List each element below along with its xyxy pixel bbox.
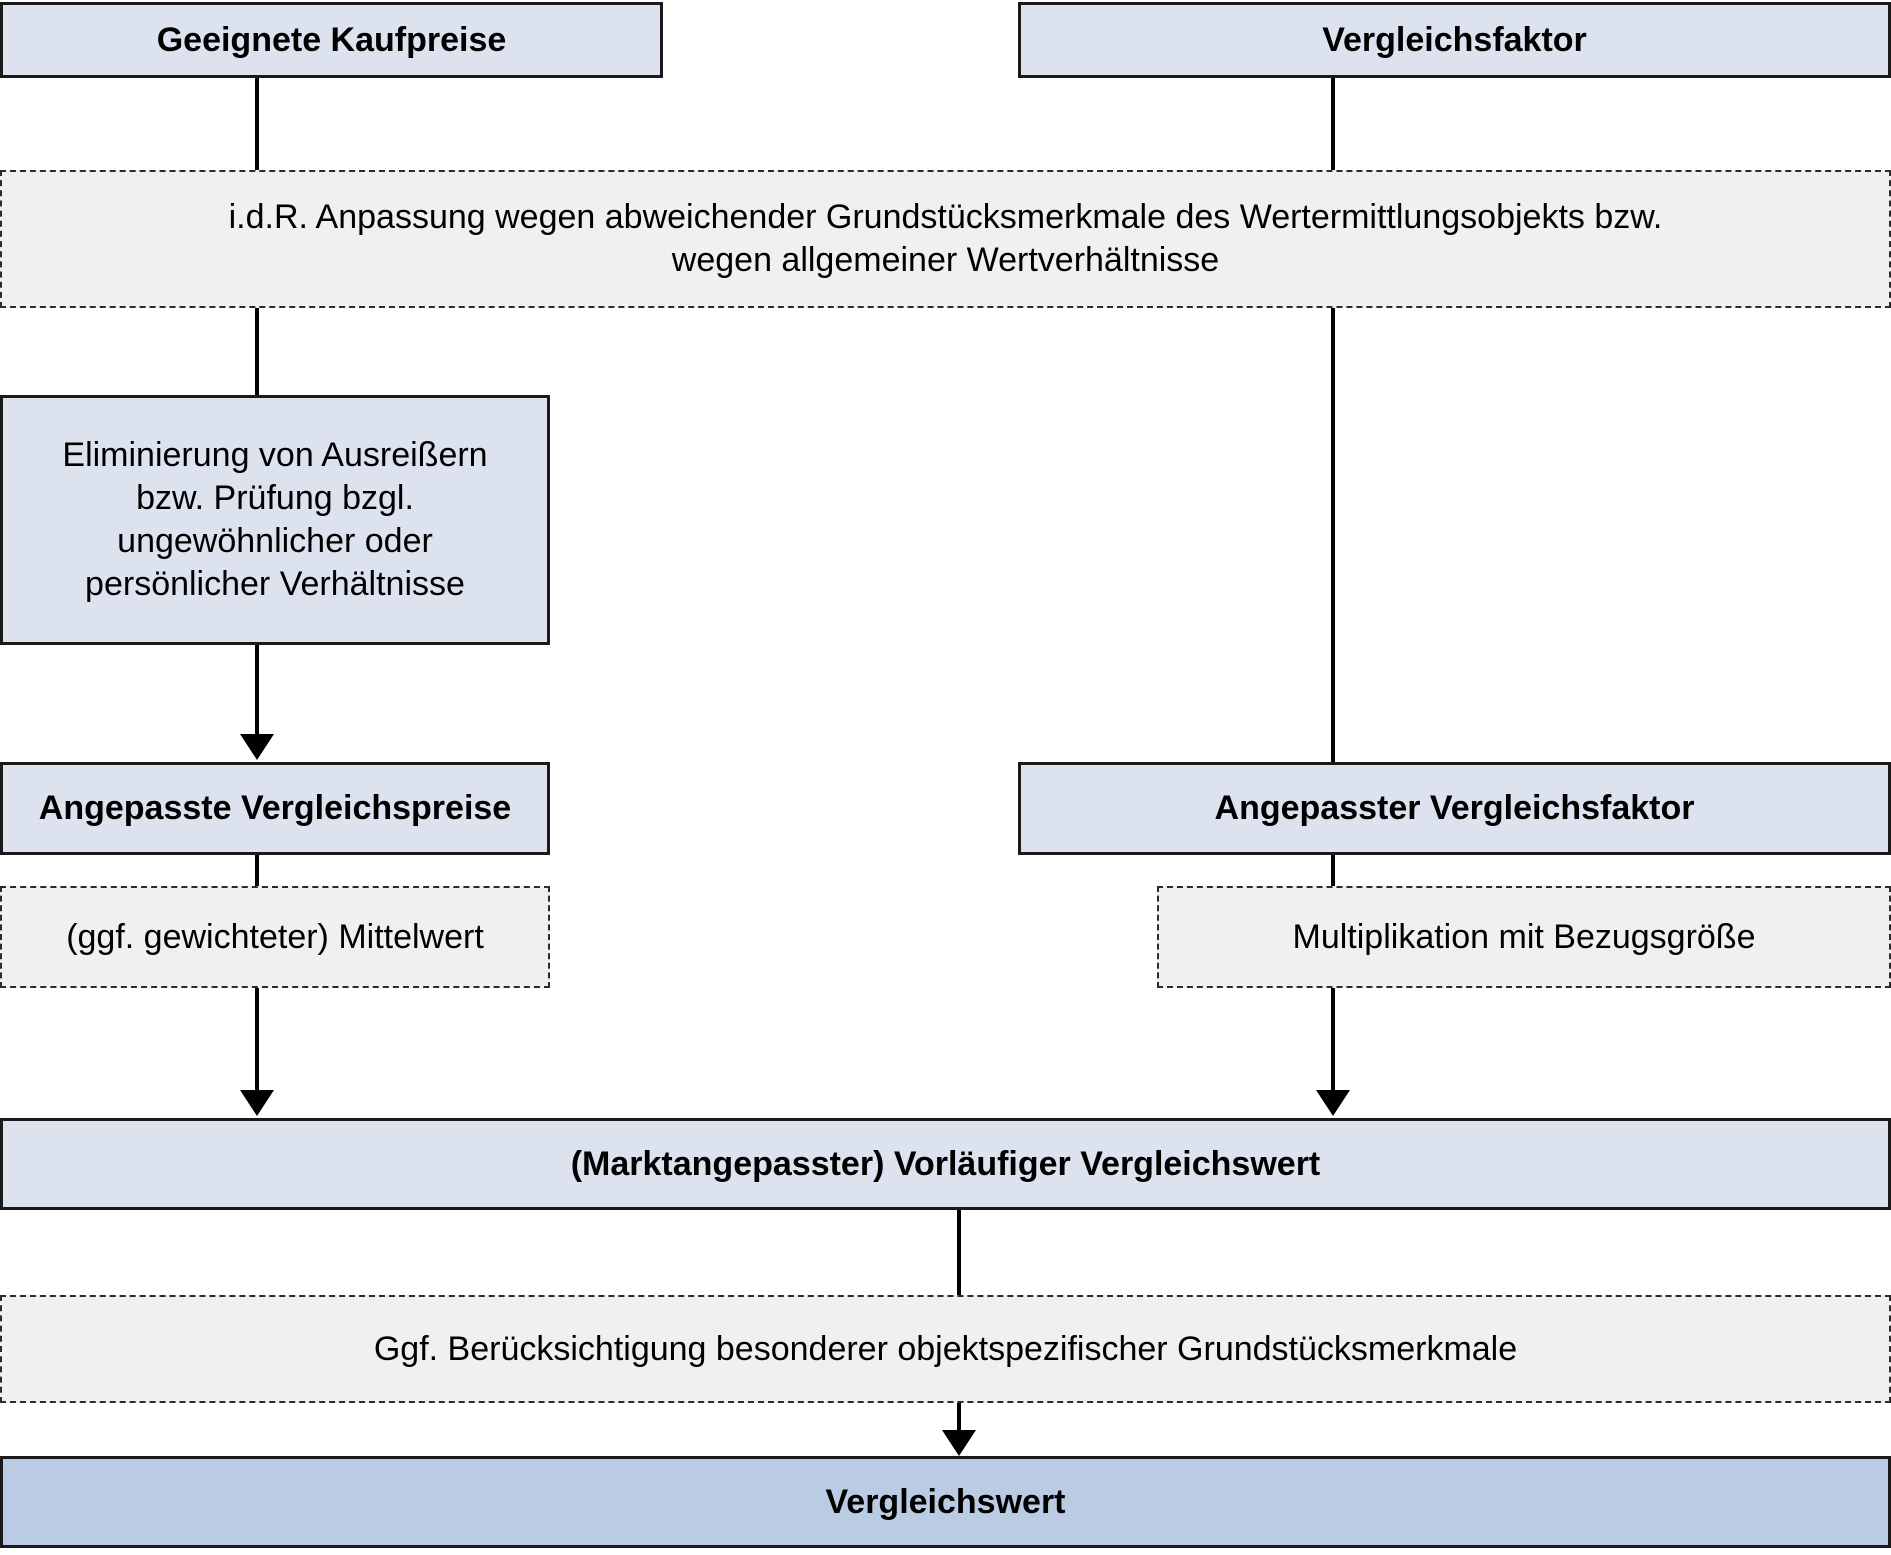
node-geeignete-kaufpreise-label: Geeignete Kaufpreise bbox=[156, 20, 507, 59]
connector-anpassung-to-eliminierung bbox=[255, 308, 259, 398]
connector-anpassung-to-angepasster-faktor bbox=[1331, 308, 1335, 764]
node-vorlaeufiger-vergleichswert[interactable]: (Marktangepasster) Vorläufiger Vergleich… bbox=[0, 1118, 1891, 1210]
node-eliminierung-line-2: bzw. Prüfung bzgl. bbox=[136, 479, 414, 518]
annotation-multiplikation-label: Multiplikation mit Bezugsgröße bbox=[1292, 917, 1756, 956]
annotation-multiplikation: Multiplikation mit Bezugsgröße bbox=[1157, 886, 1891, 988]
annotation-anpassung-line-1: i.d.R. Anpassung wegen abweichender Grun… bbox=[228, 198, 1663, 237]
node-angepasste-vergleichspreise-label: Angepasste Vergleichspreise bbox=[38, 789, 512, 828]
annotation-mittelwert-label: (ggf. gewichteter) Mittelwert bbox=[66, 917, 484, 956]
node-angepasste-vergleichspreise[interactable]: Angepasste Vergleichspreise bbox=[0, 762, 550, 855]
connector-multiplikation-to-vorlaeufig bbox=[1331, 988, 1335, 1092]
node-eliminierung-line-1: Eliminierung von Ausreißern bbox=[62, 436, 488, 475]
node-eliminierung-line-4: persönlicher Verhältnisse bbox=[85, 564, 465, 603]
arrowhead-to-angepasste-preise bbox=[240, 734, 274, 760]
node-eliminierung[interactable]: Eliminierung von Ausreißern bzw. Prüfung… bbox=[0, 395, 550, 645]
node-vergleichswert[interactable]: Vergleichswert bbox=[0, 1456, 1891, 1548]
annotation-besondere-merkmale: Ggf. Berücksichtigung besonderer objekts… bbox=[0, 1295, 1891, 1403]
node-vergleichsfaktor[interactable]: Vergleichsfaktor bbox=[1018, 2, 1891, 78]
connector-vergleichsfaktor-to-anpassung bbox=[1331, 78, 1335, 173]
connector-besondere-merkmale-to-vergleichswert bbox=[957, 1401, 961, 1439]
node-angepasster-vergleichsfaktor-label: Angepasster Vergleichsfaktor bbox=[1214, 789, 1695, 828]
node-vergleichsfaktor-label: Vergleichsfaktor bbox=[1322, 20, 1587, 59]
arrowhead-multiplikation-to-vorlaeufig bbox=[1316, 1090, 1350, 1116]
annotation-mittelwert: (ggf. gewichteter) Mittelwert bbox=[0, 886, 550, 988]
node-geeignete-kaufpreise[interactable]: Geeignete Kaufpreise bbox=[0, 2, 663, 78]
arrowhead-to-vergleichswert bbox=[942, 1430, 976, 1456]
connector-vorlaeufig-to-besondere-merkmale bbox=[957, 1210, 961, 1298]
node-eliminierung-line-3: ungewöhnlicher oder bbox=[117, 522, 433, 560]
annotation-anpassung-line-2: wegen allgemeiner Wertverhältnisse bbox=[671, 241, 1220, 279]
connector-kaufpreise-to-anpassung bbox=[255, 78, 259, 173]
arrowhead-mittelwert-to-vorlaeufig bbox=[240, 1090, 274, 1116]
node-vergleichswert-label: Vergleichswert bbox=[825, 1482, 1066, 1521]
connector-angepasster-faktor-to-multiplikation bbox=[1331, 855, 1335, 890]
connector-eliminierung-to-angepasste-preise bbox=[255, 645, 259, 738]
connector-angepasste-preise-to-mittelwert bbox=[255, 855, 259, 890]
node-angepasster-vergleichsfaktor[interactable]: Angepasster Vergleichsfaktor bbox=[1018, 762, 1891, 855]
node-vorlaeufiger-vergleichswert-label: (Marktangepasster) Vorläufiger Vergleich… bbox=[570, 1144, 1321, 1183]
annotation-besondere-merkmale-label: Ggf. Berücksichtigung besonderer objekts… bbox=[373, 1329, 1518, 1368]
connector-mittelwert-to-vorlaeufig bbox=[255, 988, 259, 1092]
annotation-anpassung: i.d.R. Anpassung wegen abweichender Grun… bbox=[0, 170, 1891, 308]
